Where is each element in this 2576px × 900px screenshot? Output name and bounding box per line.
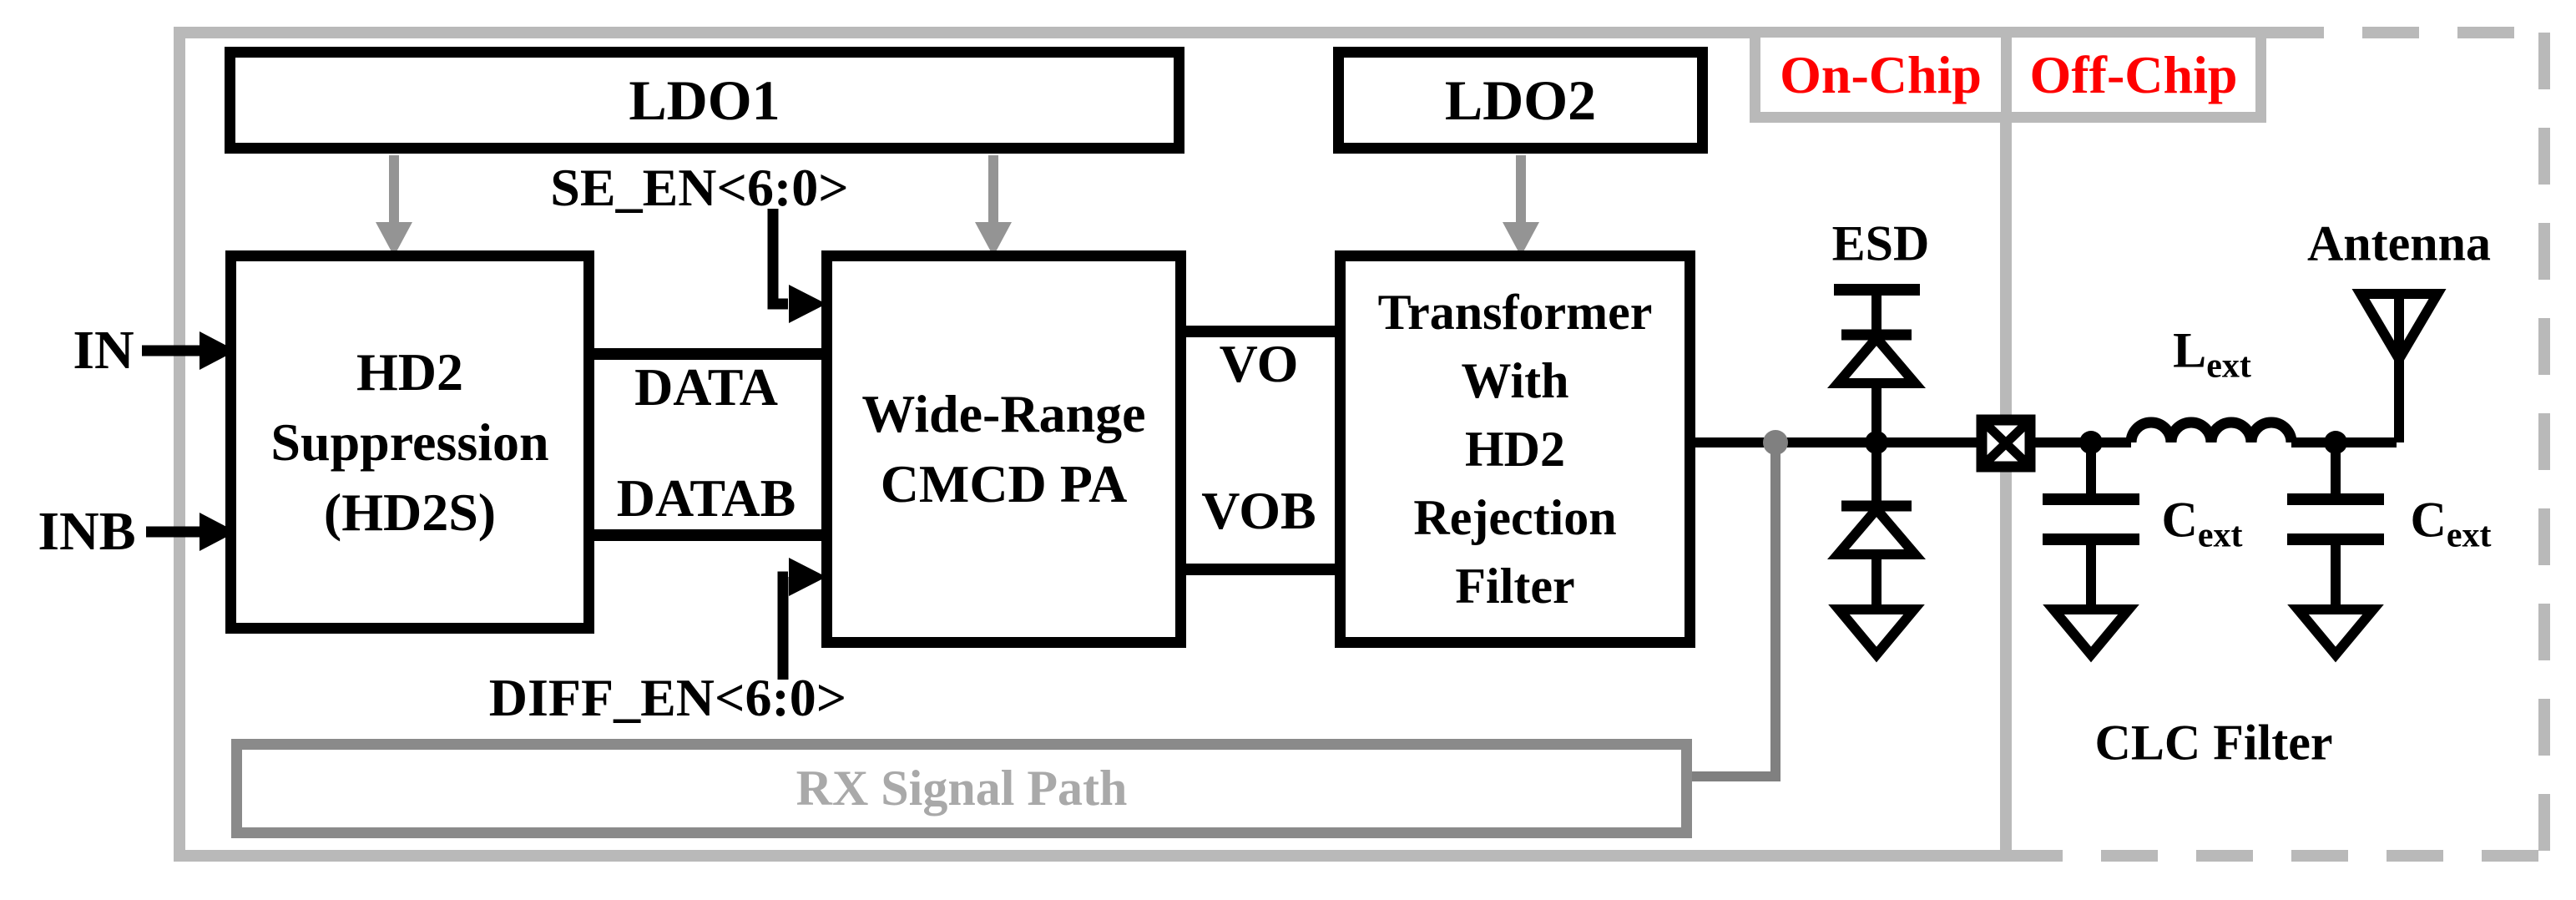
datab-label: DATAB bbox=[616, 468, 796, 528]
cext-left-label: Cext bbox=[2162, 492, 2243, 556]
block-transformer-label-line: Rejection bbox=[1413, 490, 1617, 545]
block-hd2s-label-line: (HD2S) bbox=[323, 482, 497, 542]
block-ldo1: LDO1 bbox=[225, 47, 1184, 154]
block-transformer-label-line: With bbox=[1461, 353, 1569, 408]
esd-label: ESD bbox=[1831, 215, 1930, 271]
arrowhead-icon bbox=[789, 558, 826, 596]
block-ldo2-label: LDO2 bbox=[1444, 68, 1597, 132]
diff-en-arrow-icon bbox=[777, 571, 789, 680]
junction-dot bbox=[2079, 431, 2103, 454]
ground-icon bbox=[2043, 604, 2139, 663]
ldo-supply-arrows bbox=[376, 155, 1539, 256]
rx-signal-tap bbox=[1687, 430, 1788, 781]
cext-left-capacitor bbox=[2043, 447, 2139, 663]
antenna-icon bbox=[2351, 289, 2447, 369]
block-ldo1-label: LDO1 bbox=[629, 68, 780, 132]
lext-main: L bbox=[2173, 322, 2207, 378]
port-in-label: IN bbox=[73, 320, 134, 381]
cext-main: C bbox=[2161, 492, 2198, 548]
inductor-lext-icon bbox=[2125, 417, 2297, 443]
input-arrows bbox=[142, 331, 236, 551]
diode-up-icon bbox=[1827, 330, 1926, 388]
cext-sub: ext bbox=[2197, 516, 2243, 555]
diff-en-label: DIFF_EN<6:0> bbox=[488, 668, 847, 727]
block-ldo2: LDO2 bbox=[1333, 47, 1708, 154]
block-pa-label-line: CMCD PA bbox=[880, 454, 1128, 513]
block-cmcd-pa: Wide-Range CMCD PA bbox=[821, 250, 1186, 648]
block-transformer-label-line: Transformer bbox=[1377, 285, 1653, 340]
block-transformer-label-line: HD2 bbox=[1465, 422, 1565, 477]
cext-right-label: Cext bbox=[2411, 492, 2492, 556]
bus-bars bbox=[589, 326, 1335, 575]
se-en-label: SE_EN<6:0> bbox=[550, 158, 849, 217]
arrowhead-icon bbox=[200, 331, 236, 370]
cext-right-capacitor bbox=[2287, 447, 2384, 663]
se-en-arrow-icon bbox=[767, 209, 788, 310]
on-chip-label: On-Chip bbox=[1780, 44, 1982, 104]
ground-icon bbox=[1828, 604, 1925, 663]
esd-diode-stack bbox=[1827, 284, 1926, 663]
junction-dots bbox=[1865, 431, 2347, 454]
pad-x-icon bbox=[1978, 417, 2033, 470]
arrowhead-icon bbox=[975, 222, 1012, 256]
off-chip-label: Off-Chip bbox=[2029, 44, 2238, 104]
bond-pad bbox=[1976, 414, 2036, 473]
rx-tap-wire bbox=[1687, 447, 1780, 781]
rx-signal-path-label: RX Signal Path bbox=[796, 761, 1128, 816]
on-chip-region-tag: On-Chip bbox=[1750, 27, 2012, 123]
arrowhead-icon bbox=[200, 513, 236, 551]
clc-filter-label: CLC Filter bbox=[2094, 715, 2333, 771]
block-hd2s-label-line: HD2 bbox=[356, 341, 463, 402]
vo-label: VO bbox=[1219, 334, 1299, 393]
block-rx-signal-path: RX Signal Path bbox=[231, 739, 1692, 838]
rf-output-line bbox=[1695, 417, 2397, 447]
lext-label: Lext bbox=[2173, 322, 2251, 387]
ground-icon bbox=[2287, 604, 2384, 663]
control-arrows bbox=[767, 209, 826, 680]
antenna-label: Antenna bbox=[2306, 215, 2492, 271]
block-pa-label-line: Wide-Range bbox=[861, 384, 1146, 443]
diode-up-icon bbox=[1827, 501, 1926, 559]
block-hd2-suppression: HD2 Suppression (HD2S) bbox=[225, 250, 594, 634]
vob-label: VOB bbox=[1201, 481, 1316, 540]
cext-main: C bbox=[2410, 492, 2447, 548]
port-inb-label: INB bbox=[38, 501, 136, 562]
block-transformer-filter: Transformer With HD2 Rejection Filter bbox=[1335, 250, 1695, 648]
off-chip-region-tag: Off-Chip bbox=[2001, 27, 2266, 123]
arrowhead-icon bbox=[789, 285, 826, 323]
arrowhead-icon bbox=[376, 222, 412, 256]
antenna-symbol bbox=[2351, 289, 2447, 442]
junction-dot bbox=[1865, 431, 1888, 454]
cext-sub: ext bbox=[2446, 516, 2492, 555]
junction-dot bbox=[2324, 431, 2347, 454]
arrowhead-icon bbox=[1503, 222, 1539, 256]
rx-tap-junction-dot bbox=[1763, 430, 1788, 455]
block-transformer-label-line: Filter bbox=[1455, 559, 1575, 614]
data-label: DATA bbox=[634, 357, 778, 417]
block-hd2s-label-line: Suppression bbox=[270, 412, 549, 472]
lext-sub: ext bbox=[2206, 346, 2251, 386]
